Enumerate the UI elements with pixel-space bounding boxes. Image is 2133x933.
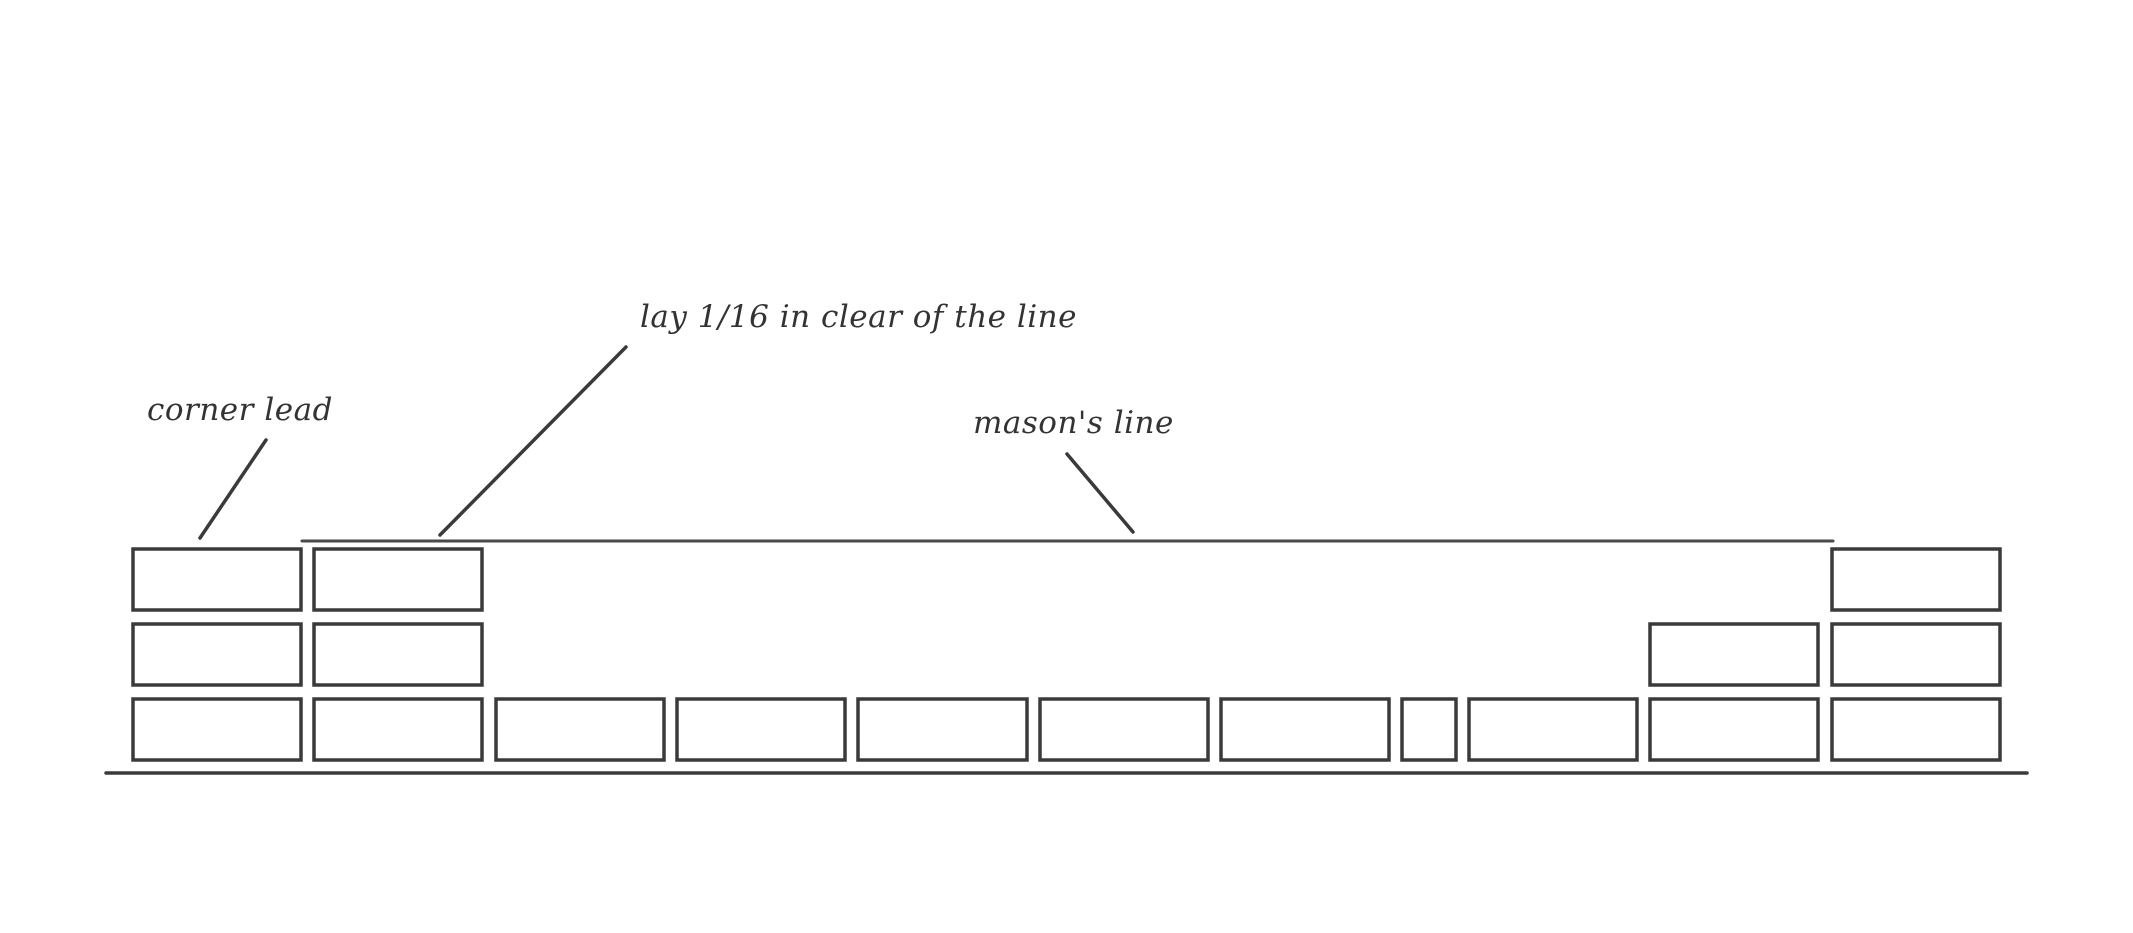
brick: [1038, 697, 1210, 762]
closure-brick: [1400, 697, 1458, 762]
brick: [1830, 547, 2002, 612]
bottom-course: [131, 697, 2002, 762]
right-corner-lead: [1648, 547, 2002, 687]
brick: [856, 697, 1029, 762]
brick: [1830, 697, 2002, 762]
brick: [1648, 622, 1820, 687]
clearance-note-leader: [438, 345, 628, 537]
brick: [131, 697, 303, 762]
brick: [131, 547, 303, 612]
brick: [312, 547, 484, 612]
brick: [1219, 697, 1391, 762]
brick: [675, 697, 847, 762]
brick: [312, 622, 484, 687]
brick: [1467, 697, 1639, 762]
brick: [1648, 697, 1820, 762]
masons-line-leader: [1065, 452, 1135, 534]
left-corner-lead: [131, 547, 484, 687]
brick: [131, 622, 303, 687]
corner-lead-leader: [198, 438, 268, 540]
brick: [1830, 622, 2002, 687]
clearance-note-label: lay 1/16 in clear of the line: [640, 299, 1077, 335]
masons-line-label: mason's line: [973, 405, 1174, 441]
brick: [312, 697, 484, 762]
corner-lead-label: corner lead: [147, 392, 333, 428]
brick: [494, 697, 666, 762]
